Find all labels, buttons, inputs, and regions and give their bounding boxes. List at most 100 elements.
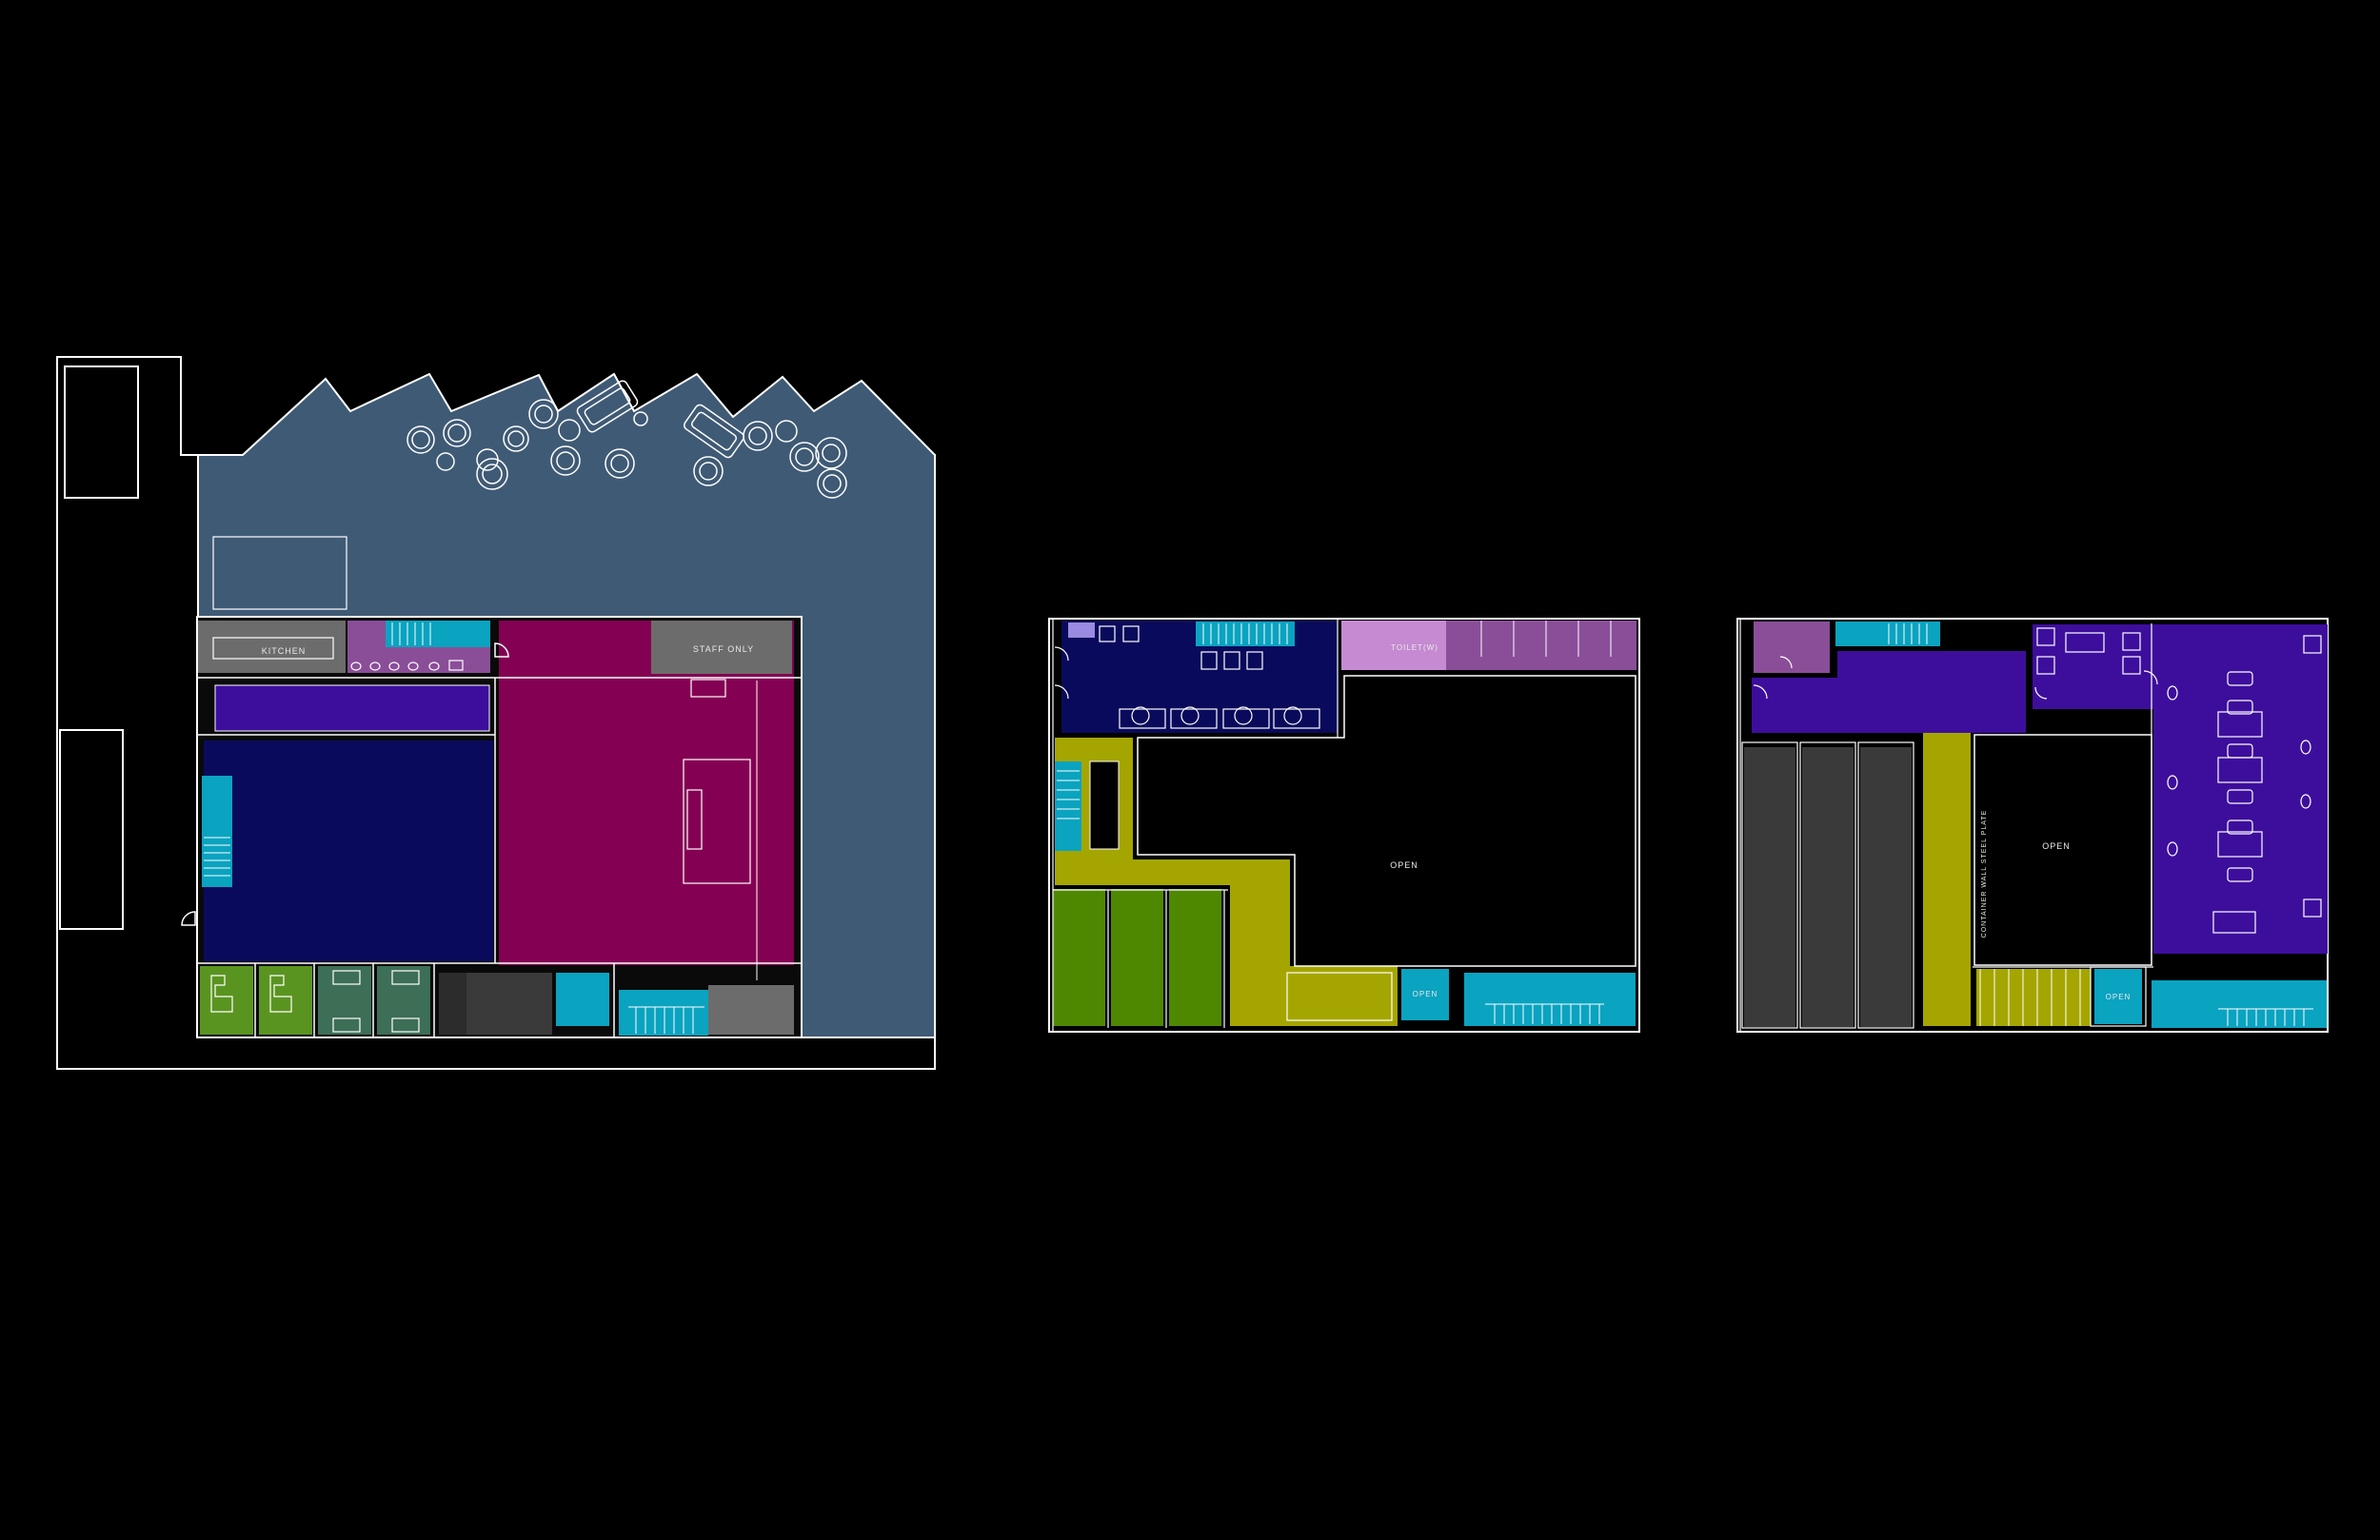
- floor3-olive-stair: [1976, 969, 2091, 1026]
- kitchen-label: KITCHEN: [262, 646, 307, 656]
- site-rect-bottom: [59, 729, 124, 930]
- floor2-stair-left: [1055, 761, 1081, 851]
- floor2-stair-top-lines: [1202, 623, 1288, 644]
- floor2-toilet-pink: [1341, 621, 1446, 670]
- floor3-wc-lavender: [1754, 622, 1830, 673]
- terrace-box: [212, 536, 347, 610]
- stage-inner: [686, 789, 703, 850]
- room-cyan-bottom: [556, 973, 609, 1026]
- room-teal-1: [318, 966, 371, 1035]
- room-green-1: [200, 966, 253, 1035]
- table-circle: [476, 458, 508, 490]
- floor3-stair-top: [1835, 622, 1940, 646]
- floor2-open-void: [1137, 675, 1636, 967]
- staff-only-label: STAFF ONLY: [693, 644, 754, 654]
- table-circle: [699, 462, 718, 481]
- stair-cyan-left-lines: [204, 837, 230, 877]
- table-circle: [815, 437, 847, 469]
- table-circle: [556, 451, 575, 470]
- container-wall-label: CONTAINER WALL STEEL PLATE: [1981, 810, 1988, 938]
- plan-third-floor: OPEN CONTAINER WALL STEEL PLATE OPEN: [1736, 618, 2329, 1033]
- stage-platform: [683, 759, 751, 884]
- floor2-cyan-open: [1401, 969, 1449, 1020]
- floor2-green-3: [1169, 889, 1221, 1026]
- floor2-lilac-box: [1068, 622, 1095, 638]
- floor3-purple-lounge: [2033, 624, 2328, 954]
- table-circle: [822, 444, 841, 463]
- hall-navy: [204, 740, 493, 961]
- stair-cyan-left: [202, 776, 232, 887]
- kitchen-counter: [212, 637, 334, 660]
- table-circle: [528, 399, 559, 429]
- stair-cyan-bottom: [619, 990, 708, 1036]
- room-dark-2: [466, 973, 552, 1035]
- floor3-open-void: [1973, 734, 2152, 966]
- floor2-structure: [1052, 619, 1393, 1032]
- bar-counter: [690, 679, 726, 698]
- sofa: [684, 404, 744, 459]
- site-rect-top: [64, 365, 139, 499]
- toilet-w-label: TOILET(W): [1391, 643, 1438, 652]
- floor2-olive-corridor: [1055, 738, 1398, 1026]
- table-circle: [633, 411, 648, 426]
- table-circle: [436, 452, 455, 471]
- floor2-cyan-stair-lines: [1485, 1003, 1604, 1024]
- floor2-open-small-label: OPEN: [1413, 990, 1438, 998]
- room-grey-bottom: [708, 985, 794, 1035]
- plan-second-floor: TOILET(W) OPEN: [1048, 618, 1640, 1033]
- table-circle: [411, 430, 430, 449]
- table-circle: [482, 464, 503, 484]
- table-circle: [534, 405, 553, 424]
- structure-lines: [181, 642, 802, 1037]
- wc-fixtures: [350, 660, 464, 671]
- floor2-stair-left-lines: [1057, 770, 1080, 819]
- staff-only-room: [651, 621, 792, 674]
- table-circle: [507, 430, 525, 447]
- floor2-toilet-stalls: [1446, 621, 1636, 670]
- room-fixtures: [210, 970, 420, 1033]
- room-teal-2: [377, 966, 430, 1035]
- sofa: [690, 411, 738, 451]
- sofa: [576, 380, 639, 433]
- table-circle: [550, 445, 581, 476]
- stair-strip-top: [386, 621, 490, 647]
- table-circle: [503, 425, 529, 452]
- corridor-purple: [214, 684, 490, 732]
- table-circle: [817, 468, 847, 499]
- floor3-cyan-stair: [2152, 980, 2327, 1028]
- floor2-green-2: [1111, 889, 1163, 1026]
- floor2-stair-top: [1196, 622, 1295, 646]
- table-circle: [610, 454, 629, 473]
- floor3-cyan-stair-lines: [2218, 1008, 2313, 1026]
- toilet-stall-lines: [1480, 621, 1612, 657]
- terrace-furniture: [407, 380, 847, 499]
- room-green-2: [259, 966, 312, 1035]
- floor2-cyan-stair: [1464, 973, 1636, 1026]
- table-circle: [748, 426, 767, 445]
- table-circle: [407, 425, 435, 454]
- table-circle: [775, 420, 798, 443]
- floor2-outline: [1048, 618, 1640, 1033]
- floor2-green-1: [1053, 889, 1105, 1026]
- outdoor-terrace: [197, 372, 936, 1038]
- stair-bottom-lines: [628, 1006, 704, 1034]
- floor3-grey-1: [1744, 747, 1795, 1027]
- table-circle: [558, 419, 581, 442]
- table-circle: [789, 442, 820, 472]
- table-circle: [447, 424, 466, 443]
- floor3-grey-3: [1860, 747, 1912, 1027]
- table-circle: [795, 447, 814, 466]
- kitchen-room: [198, 621, 346, 673]
- table-circle: [693, 456, 724, 486]
- floor2-open-label: OPEN: [1390, 860, 1418, 870]
- floor2-seating: [1099, 625, 1320, 729]
- stair-lines: [391, 622, 431, 645]
- table-circle: [605, 448, 635, 479]
- table-circle: [443, 419, 471, 447]
- floor3-open-small-label: OPEN: [2106, 993, 2132, 1001]
- sofa: [584, 387, 631, 425]
- floor3-purple-band: [1752, 651, 2026, 733]
- floor2-void-box: [1089, 760, 1120, 850]
- floor3-stair-top-lines: [1888, 623, 1928, 644]
